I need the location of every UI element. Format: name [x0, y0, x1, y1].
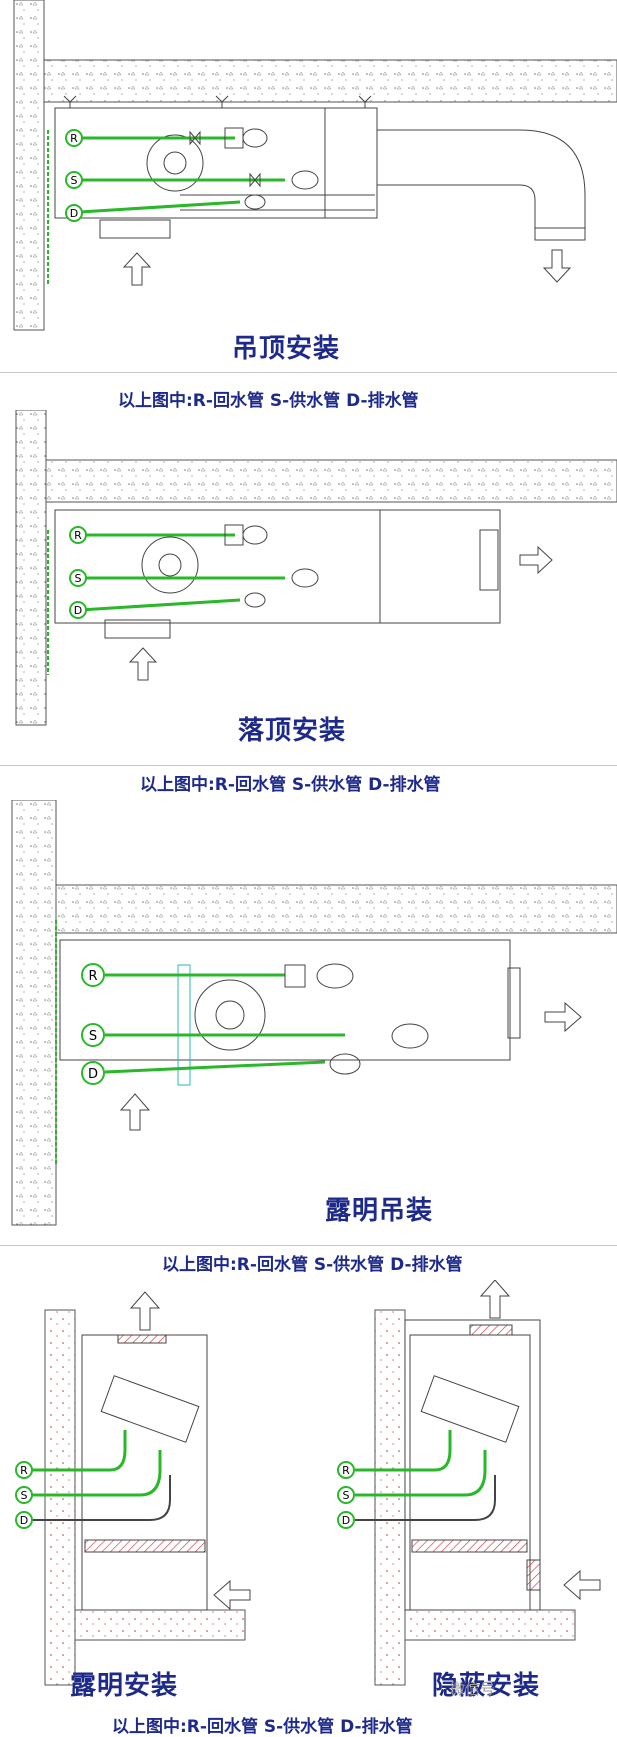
- plenum-box: [379, 509, 501, 624]
- fan-coil-unit: [54, 509, 381, 624]
- panel-ceiling-install: R S D 吊顶安装: [0, 0, 617, 372]
- panel-title: 落顶安装: [238, 716, 347, 746]
- panel-legend: 以上图中:R-回水管 S-供水管 D-排水管: [162, 1255, 463, 1275]
- svg-text:S: S: [343, 1489, 350, 1502]
- air-out-arrow: [544, 1001, 582, 1033]
- bottom-legend: 以上图中:R-回水管 S-供水管 D-排水管: [112, 1717, 413, 1737]
- air-out-arrow: [542, 249, 572, 283]
- svg-text:S: S: [71, 174, 78, 187]
- return-duct: [377, 129, 586, 229]
- d-tag-icon: D: [81, 1061, 105, 1085]
- air-in-arrow: [119, 1093, 151, 1131]
- svg-text:D: D: [88, 1067, 98, 1082]
- r-tag-icon: R: [65, 129, 83, 147]
- divider: [0, 372, 617, 373]
- d-tag-icon: D: [15, 1511, 33, 1529]
- panel-legend: 以上图中:R-回水管 S-供水管 D-排水管: [140, 775, 441, 795]
- unit-exposed: [81, 1334, 208, 1611]
- diagram-exposed-hanging: [11, 800, 617, 1226]
- diagram-ceiling-install: [13, 0, 617, 331]
- s-tag-icon: S: [337, 1486, 355, 1504]
- panel-drop-ceiling-install: R S D 落顶安装: [0, 410, 617, 765]
- fan-icon: [146, 134, 204, 192]
- air-in-arrow: [128, 647, 158, 681]
- panel-title: 露明吊装: [325, 1196, 434, 1226]
- svg-text:R: R: [342, 1464, 350, 1477]
- svg-text:R: R: [74, 529, 82, 542]
- svg-text:S: S: [75, 572, 82, 585]
- unit-concealed: [409, 1334, 531, 1611]
- s-tag-icon: S: [69, 569, 87, 587]
- diagram-vertical-installs: [25, 1280, 601, 1686]
- r-tag-icon: R: [69, 526, 87, 544]
- panel-title: 吊顶安装: [232, 334, 341, 364]
- s-tag-icon: S: [15, 1486, 33, 1504]
- svg-text:D: D: [74, 604, 82, 617]
- svg-text:S: S: [21, 1489, 28, 1502]
- r-tag-icon: R: [337, 1461, 355, 1479]
- watermark: 微信号: [450, 1680, 496, 1698]
- panel-vertical-installs: R S D R S D 露明安装 隐蔽安装 微信号: [0, 1280, 617, 1735]
- divider: [0, 765, 617, 766]
- enclosure: [404, 1319, 541, 1611]
- supply-grille: [104, 619, 171, 639]
- wall: [13, 0, 45, 331]
- d-tag-icon: D: [69, 601, 87, 619]
- fan-icon: [141, 536, 199, 594]
- fan-coil-unit: [54, 107, 378, 219]
- fan-coil-unit: [59, 939, 511, 1061]
- right-install-title: 隐蔽安装: [432, 1671, 541, 1701]
- svg-text:D: D: [20, 1514, 28, 1527]
- diagram-drop-ceiling-install: [15, 410, 617, 726]
- svg-text:S: S: [89, 1029, 97, 1044]
- s-tag-icon: S: [65, 171, 83, 189]
- d-tag-icon: D: [337, 1511, 355, 1529]
- air-in-arrow: [122, 252, 152, 286]
- outlet-grille: [534, 227, 586, 241]
- ceiling-slab: [43, 59, 617, 103]
- d-tag-icon: D: [65, 204, 83, 222]
- panel-exposed-hanging: R S D 露明吊装: [0, 800, 617, 1240]
- r-tag-icon: R: [15, 1461, 33, 1479]
- panel-legend: 以上图中:R-回水管 S-供水管 D-排水管: [118, 391, 419, 411]
- s-tag-icon: S: [81, 1023, 105, 1047]
- fan-icon: [194, 979, 266, 1051]
- air-out-arrow: [519, 545, 553, 575]
- svg-text:D: D: [342, 1514, 350, 1527]
- svg-text:D: D: [70, 207, 78, 220]
- supply-grille: [99, 219, 171, 239]
- svg-text:R: R: [70, 132, 78, 145]
- left-install-title: 露明安装: [70, 1671, 179, 1701]
- divider: [0, 1245, 617, 1246]
- svg-text:R: R: [88, 969, 97, 984]
- r-tag-icon: R: [81, 963, 105, 987]
- svg-text:R: R: [20, 1464, 28, 1477]
